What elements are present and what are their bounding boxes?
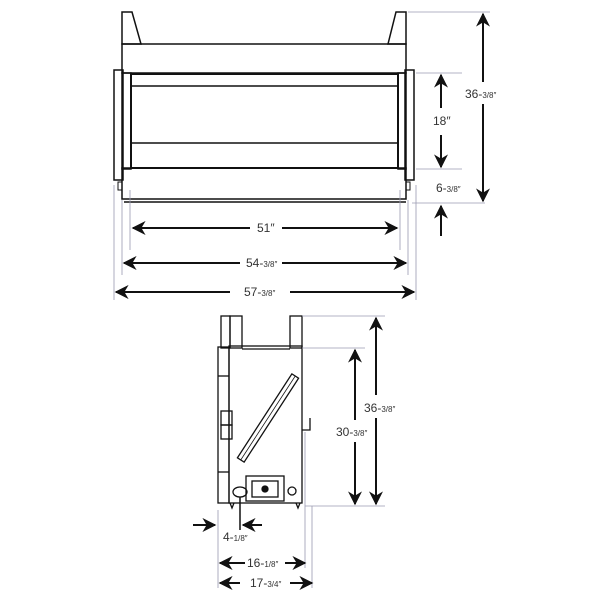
dim-vent-offset: 4-1/8″: [221, 530, 250, 546]
side-dimension-arrows: [193, 316, 383, 590]
front-view: [113, 11, 415, 203]
right-top-bracket: [387, 11, 407, 45]
dim-viewing-width: 51″: [255, 221, 277, 237]
dim-inner-width: 54-3/8″: [244, 256, 280, 272]
dim-body-depth: 16-1/8″: [245, 556, 281, 572]
dim-overall-width: 57-3/8″: [242, 285, 278, 301]
right-side-flange: [404, 69, 415, 181]
top-header-box: [121, 43, 407, 74]
side-extension-lines: [217, 315, 385, 588]
front-extension-lines: [113, 11, 490, 300]
left-top-bracket: [121, 11, 142, 45]
base-box: [121, 167, 407, 200]
dim-side-overall-height: 36-3/8″: [362, 401, 398, 417]
side-view: [217, 315, 311, 510]
front-dimension-arrows: [114, 12, 490, 299]
left-side-flange: [113, 69, 124, 181]
dim-base-height: 6-3/8″: [434, 181, 463, 197]
glass-opening: [130, 73, 399, 169]
dim-opening-height: 18″: [431, 114, 453, 130]
dim-front-overall-height: 36-3/8″: [463, 87, 499, 103]
dim-body-height: 30-3/8″: [334, 425, 370, 441]
dim-overall-depth: 17-3/4″: [248, 576, 284, 592]
side-body: [228, 345, 303, 504]
